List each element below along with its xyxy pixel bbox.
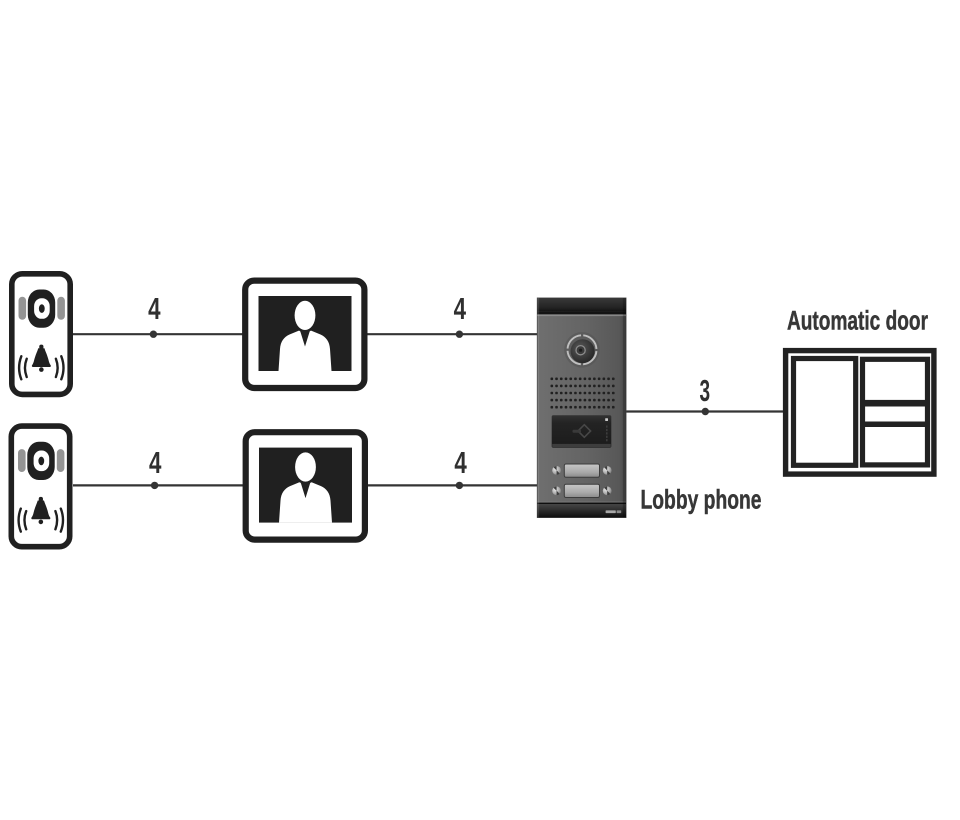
svg-text:4: 4 (454, 445, 467, 480)
svg-text:Automatic door: Automatic door (787, 306, 928, 336)
svg-text:4: 4 (454, 291, 467, 326)
svg-text:3: 3 (700, 373, 711, 408)
svg-text:Lobby phone: Lobby phone (641, 485, 762, 515)
svg-text:4: 4 (148, 291, 161, 326)
svg-text:4: 4 (149, 445, 162, 480)
